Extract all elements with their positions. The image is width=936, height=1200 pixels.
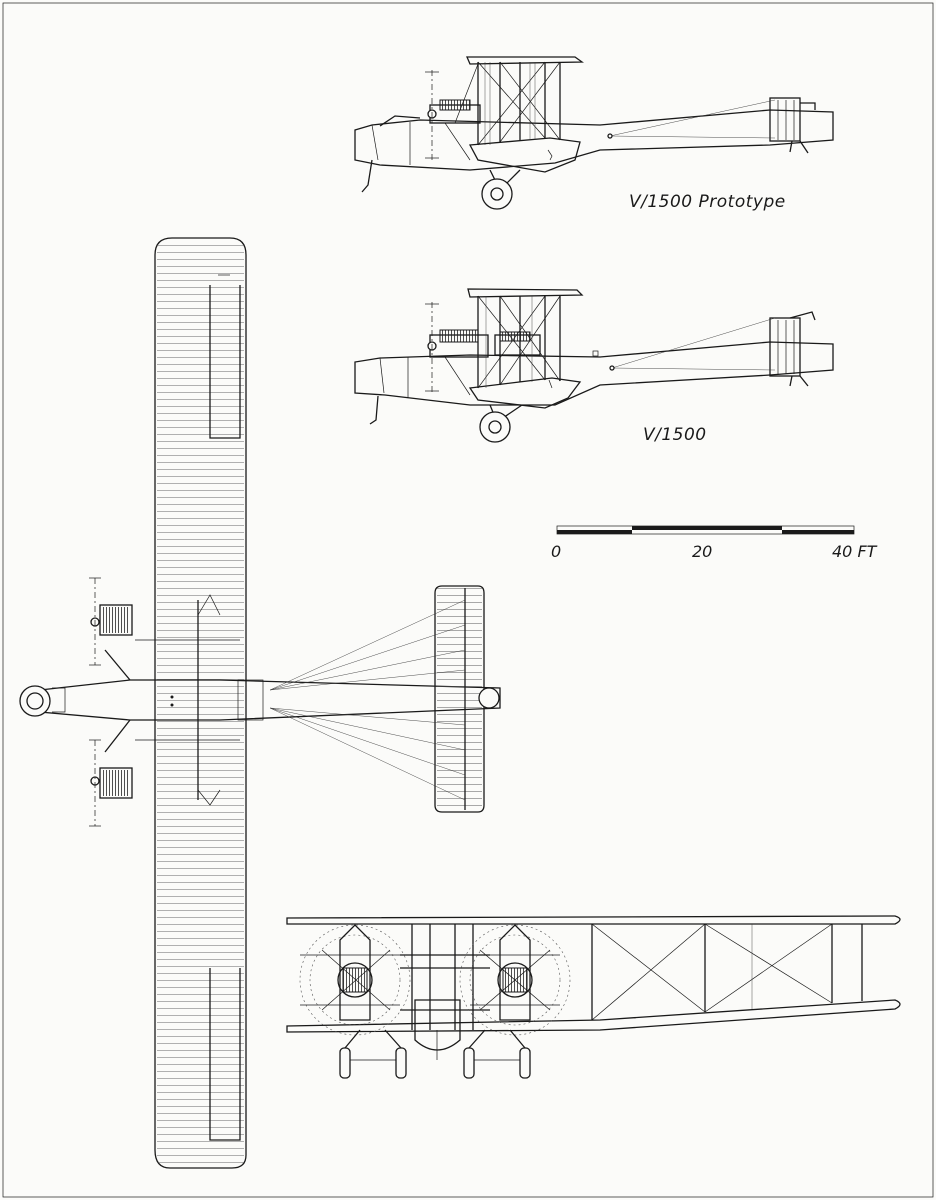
scale-tick-40ft: 40 FT [832,542,877,561]
scale-tick-20: 20 [692,542,713,561]
side-view-production [354,288,834,443]
front-view [286,915,901,1079]
caption-production: V/1500 [643,425,707,445]
scale-bar [556,525,855,535]
scale-tick-0: 0 [551,542,562,561]
side-view-prototype [354,56,834,210]
caption-prototype: V/1500 Prototype [629,192,786,212]
plan-view [19,237,501,1169]
